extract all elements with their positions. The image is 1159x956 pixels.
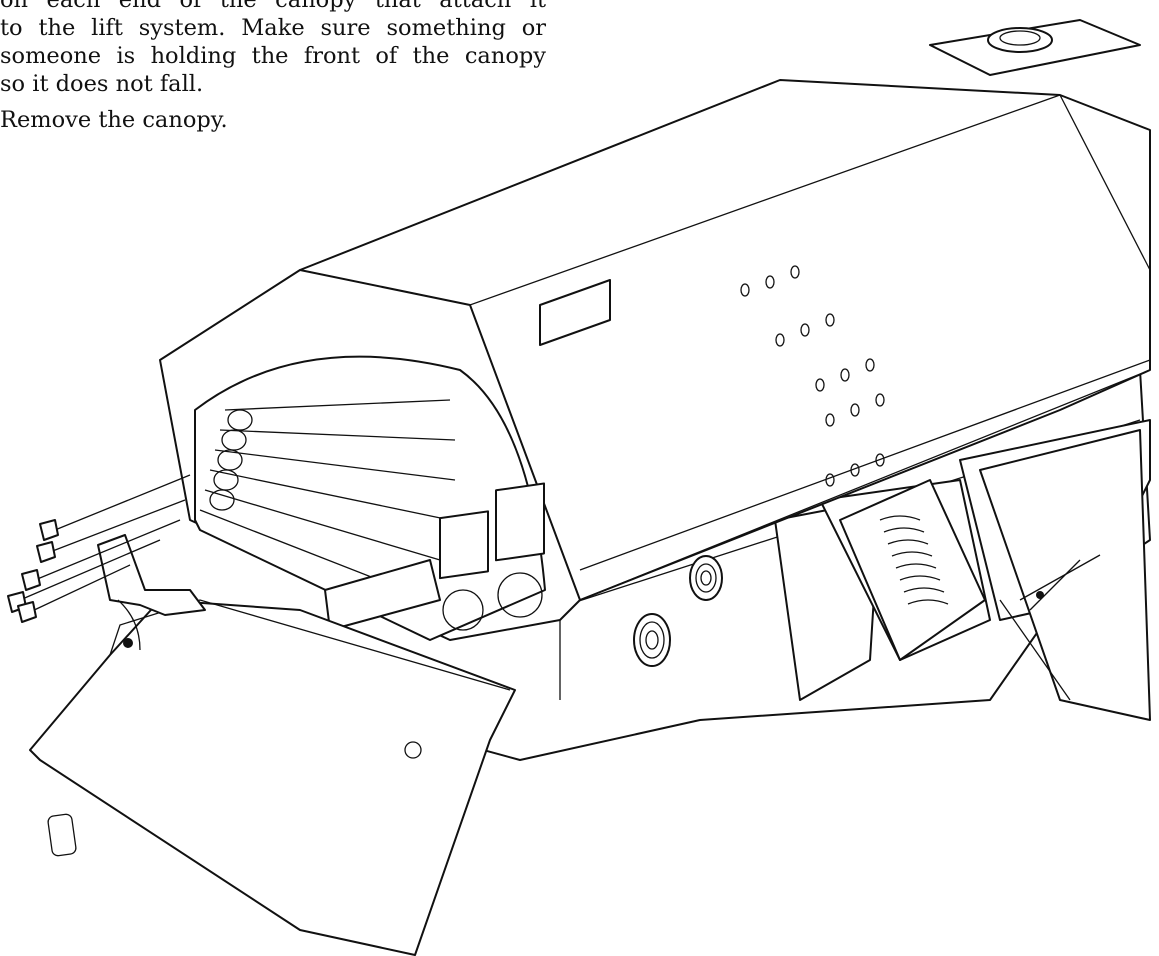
lift-frame (299, 369, 1151, 761)
step-line-4: so it does not fall. (0, 71, 204, 97)
speaker-discs (633, 555, 723, 667)
step-line-2: to the lift system. Make sure something … (0, 15, 546, 41)
step-line-3: someone is holding the front of the cano… (0, 43, 546, 69)
next-step-paragraph: Remove the canopy. (0, 106, 560, 134)
top-fan (929, 19, 1141, 76)
cooling-fans (324, 482, 545, 631)
end-panel (29, 599, 516, 956)
instruction-text: on each end of the canopy that attach it… (0, 0, 560, 142)
next-step-line: Remove the canopy. (0, 107, 228, 133)
step-line-1: on each end of the canopy that attach it (0, 0, 546, 13)
step-paragraph: on each end of the canopy that attach it… (0, 0, 560, 98)
spring-assembly (839, 479, 1101, 661)
bolts (7, 474, 191, 623)
